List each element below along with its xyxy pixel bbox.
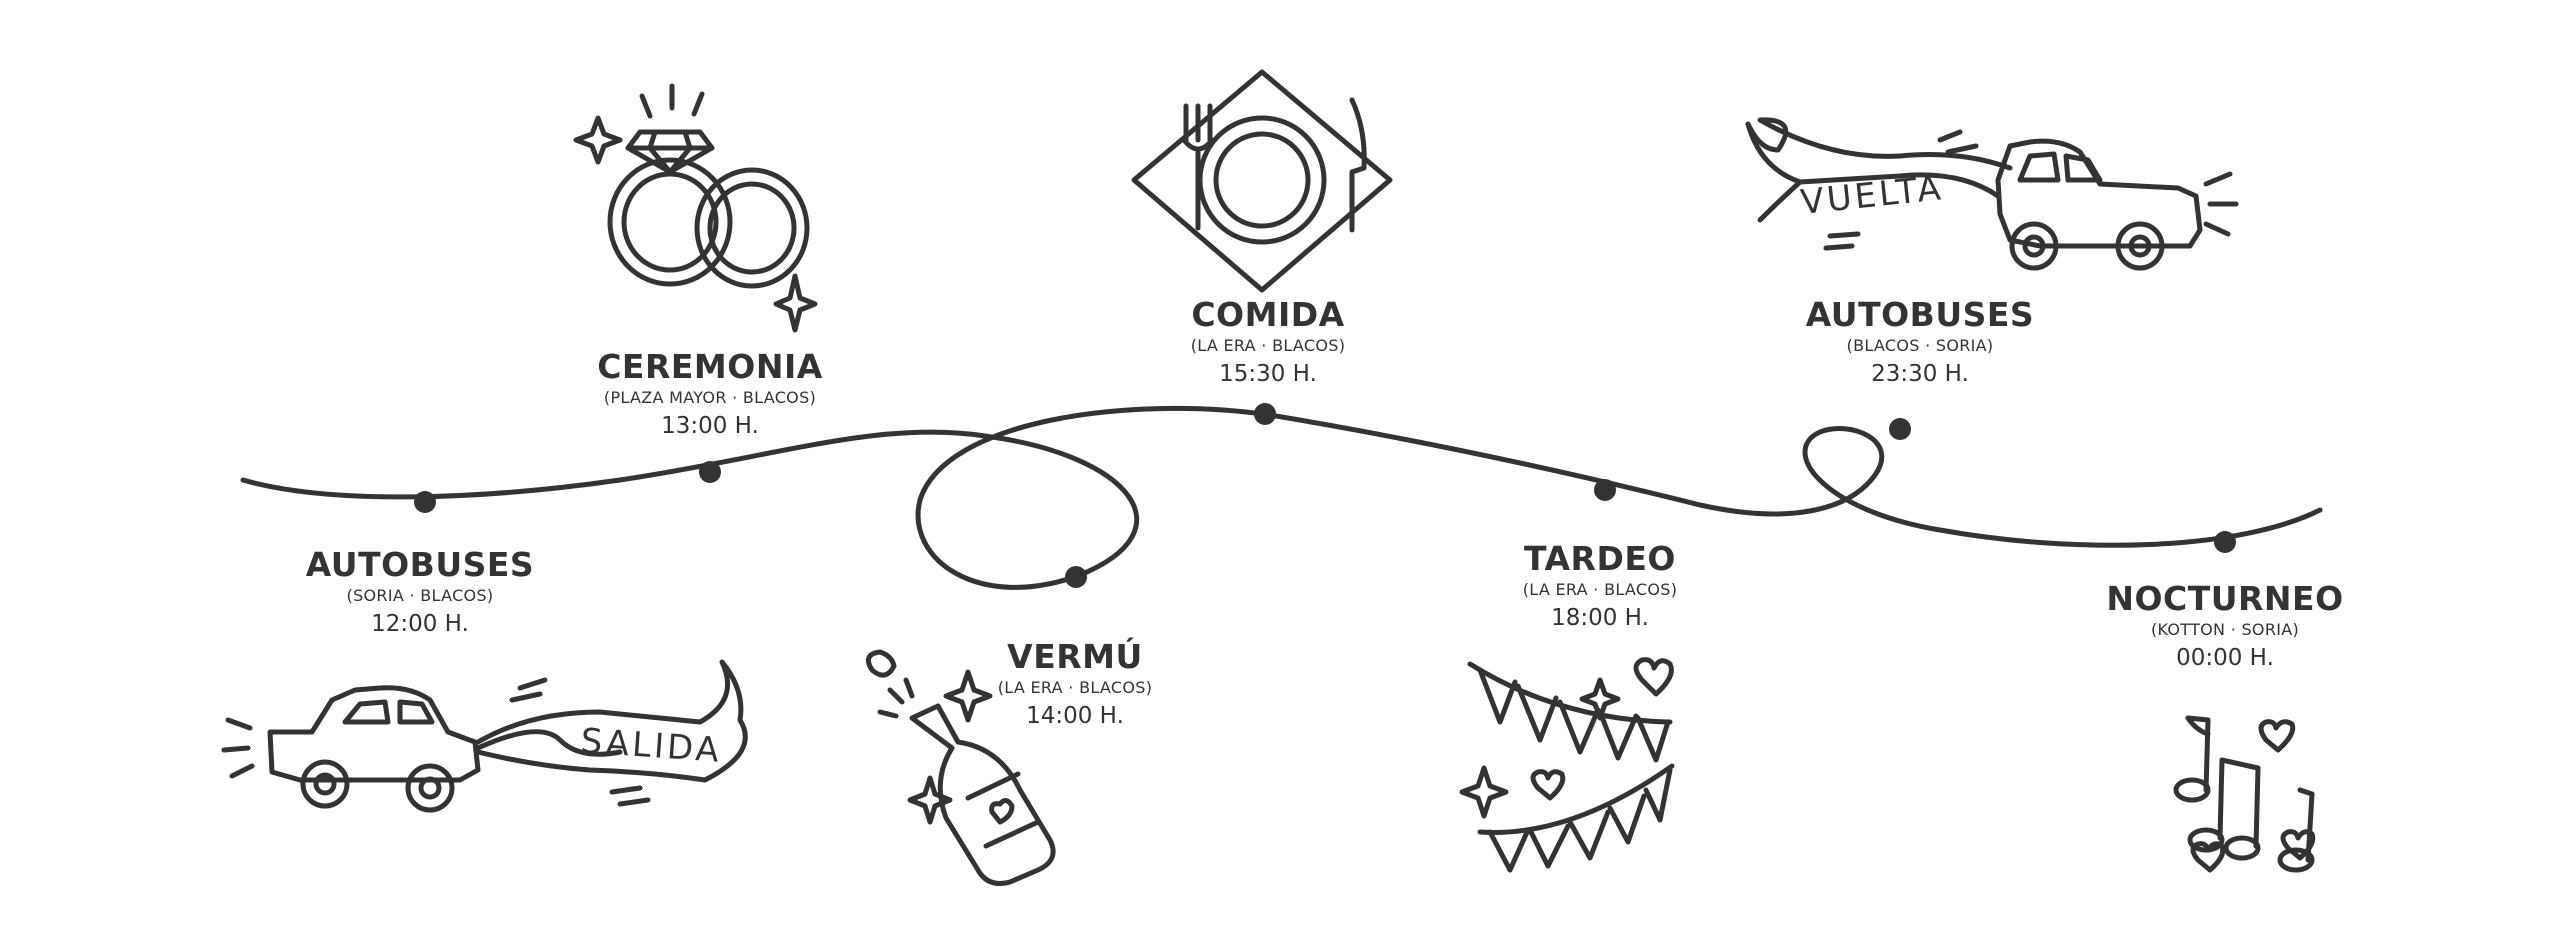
event-time: 12:00 H. bbox=[371, 611, 469, 637]
car-icon bbox=[1937, 129, 2239, 271]
event-place: (SORIA · BLACOS) bbox=[346, 586, 494, 605]
event-place: (KOTTON · SORIA) bbox=[2150, 620, 2300, 639]
vuelta-banner-text: VUELTA bbox=[1799, 168, 1946, 223]
timeline-dot bbox=[1065, 566, 1087, 588]
event-nocturneo: NOCTURNEO (KOTTON · SORIA) 00:00 H. bbox=[2015, 582, 2435, 670]
event-title: AUTOBUSES bbox=[1805, 295, 2035, 334]
timeline-dot bbox=[1889, 418, 1911, 440]
rings-icon bbox=[573, 83, 818, 333]
event-title: TARDEO bbox=[1524, 539, 1676, 578]
event-autobuses-vuelta: AUTOBUSES (BLACOS · SORIA) 23:30 H. bbox=[1710, 298, 2130, 386]
bunting-icon bbox=[1459, 657, 1675, 873]
event-place: (LA ERA · BLACOS) bbox=[1522, 580, 1678, 599]
event-ceremonia: CEREMONIA (PLAZA MAYOR · BLACOS) 13:00 H… bbox=[500, 350, 920, 438]
event-time: 18:00 H. bbox=[1551, 605, 1649, 631]
music-notes-icon bbox=[2173, 715, 2316, 873]
event-title: VERMÚ bbox=[1007, 637, 1143, 676]
timeline-dot bbox=[699, 461, 721, 483]
event-title: CEREMONIA bbox=[597, 347, 823, 386]
event-time: 23:30 H. bbox=[1871, 361, 1969, 387]
salida-banner-text: SALIDA bbox=[579, 721, 723, 771]
timeline-dot bbox=[2214, 531, 2236, 553]
event-tardeo: TARDEO (LA ERA · BLACOS) 18:00 H. bbox=[1390, 542, 1810, 630]
salida-banner bbox=[475, 659, 748, 807]
event-time: 14:00 H. bbox=[1026, 703, 1124, 729]
event-autobuses-ida: AUTOBUSES (SORIA · BLACOS) 12:00 H. bbox=[210, 548, 630, 636]
event-time: 15:30 H. bbox=[1219, 361, 1317, 387]
car-icon bbox=[221, 677, 623, 813]
vuelta-banner bbox=[1745, 117, 2013, 251]
champagne-icon bbox=[865, 649, 1056, 886]
event-comida: COMIDA (LA ERA · BLACOS) 15:30 H. bbox=[1058, 298, 1478, 386]
event-place: (LA ERA · BLACOS) bbox=[997, 678, 1153, 697]
event-title: AUTOBUSES bbox=[305, 545, 535, 584]
timeline-dot bbox=[1594, 479, 1616, 501]
timeline-dot bbox=[414, 491, 436, 513]
event-time: 13:00 H. bbox=[661, 413, 759, 439]
event-place: (LA ERA · BLACOS) bbox=[1190, 336, 1346, 355]
event-time: 00:00 H. bbox=[2176, 645, 2274, 671]
event-title: COMIDA bbox=[1191, 295, 1345, 334]
event-vermu: VERMÚ (LA ERA · BLACOS) 14:00 H. bbox=[865, 640, 1285, 728]
event-place: (BLACOS · SORIA) bbox=[1846, 336, 1994, 355]
event-title: NOCTURNEO bbox=[2106, 579, 2344, 618]
timeline-path bbox=[240, 406, 2323, 590]
plate-cutlery-icon bbox=[1131, 69, 1393, 293]
event-place: (PLAZA MAYOR · BLACOS) bbox=[603, 388, 817, 407]
timeline-dot bbox=[1254, 403, 1276, 425]
